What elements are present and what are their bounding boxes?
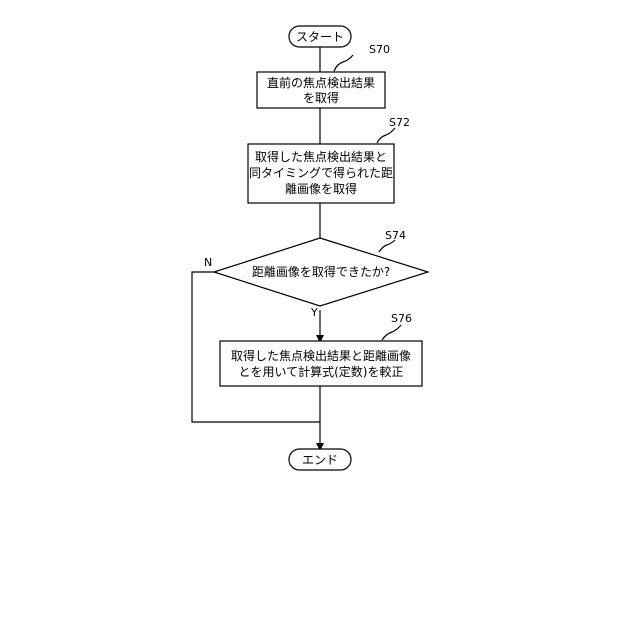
step-id-s70: S70: [369, 43, 390, 56]
step-id-s74: S74: [385, 229, 406, 242]
s76-line-1: 取得した焦点検出結果と距離画像: [231, 348, 411, 363]
s72-line-1: 取得した焦点検出結果と: [255, 149, 387, 164]
branch-yes-label: Y: [310, 306, 318, 319]
step-id-s72: S72: [389, 116, 410, 129]
leader-s72: [377, 128, 395, 143]
step-id-s76: S76: [391, 312, 412, 325]
s76-line-2: とを用いて計算式(定数)を較正: [238, 364, 403, 379]
end-label: エンド: [302, 453, 338, 467]
leader-s70: [334, 55, 353, 71]
process-box-s76: [220, 341, 422, 386]
leader-s76: [382, 325, 401, 340]
s74-question: 距離画像を取得できたか?: [252, 264, 390, 279]
start-label: スタート: [296, 30, 344, 44]
s72-line-2: 同タイミングで得られた距: [249, 165, 393, 180]
branch-no-label: N: [204, 256, 212, 269]
s70-line-1: 直前の焦点検出結果: [267, 75, 375, 90]
s72-line-3: 離画像を取得: [285, 181, 357, 196]
s70-line-2: を取得: [303, 90, 339, 105]
